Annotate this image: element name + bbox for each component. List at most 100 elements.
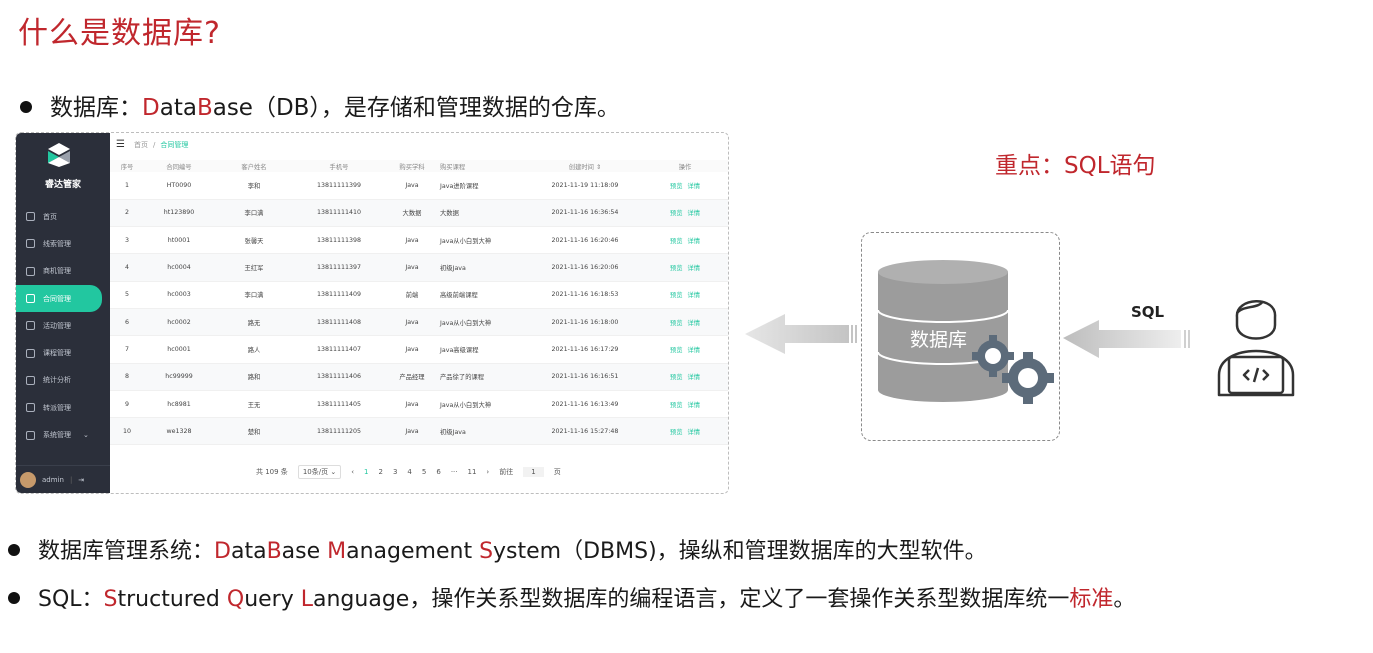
preview-link[interactable]: 预览 [669, 319, 683, 327]
table-cell: 3 [110, 226, 144, 255]
table-cell: HT0090 [144, 172, 214, 200]
page-number[interactable]: 11 [467, 468, 477, 476]
avatar[interactable] [20, 471, 36, 488]
sidebar-item-label: 合同管理 [43, 294, 71, 303]
breadcrumb-current: 合同管理 [160, 140, 189, 149]
preview-link[interactable]: 预览 [669, 292, 683, 300]
menu-toggle-icon[interactable]: ☰ [116, 139, 125, 150]
preview-link[interactable]: 预览 [669, 265, 683, 273]
column-header[interactable]: 创建时间 ⇕ [530, 160, 640, 172]
table-cell: 路无 [214, 308, 294, 337]
app-name: 睿达管家 [44, 180, 81, 190]
table-cell: 13811111397 [294, 253, 384, 282]
table-cell-actions: 预览详情 [640, 308, 728, 337]
table-cell: 2021-11-19 11:18:09 [530, 172, 640, 200]
table-cell: 8 [110, 363, 144, 391]
table-cell-actions: 预览详情 [640, 199, 728, 228]
detail-link[interactable]: 详情 [687, 319, 701, 327]
preview-link[interactable]: 预览 [669, 182, 683, 190]
table-cell-actions: 预览详情 [640, 363, 728, 391]
table-cell: 产品徐了的课程 [440, 363, 530, 391]
table-cell-actions: 预览详情 [640, 390, 728, 419]
sidebar-item[interactable]: 课程管理 [16, 339, 110, 366]
preview-link[interactable]: 预览 [669, 346, 683, 354]
preview-link[interactable]: 预览 [669, 401, 683, 409]
table-cell: 9 [110, 390, 144, 419]
detail-link[interactable]: 详情 [687, 428, 701, 436]
page-number[interactable]: 4 [407, 468, 412, 476]
table-cell: 高级前端课程 [440, 281, 530, 309]
page-number[interactable]: ··· [450, 468, 458, 476]
table-cell: hc99999 [144, 363, 214, 391]
sidebar-item[interactable]: 首页 [16, 203, 110, 230]
detail-link[interactable]: 详情 [687, 401, 701, 409]
table-cell-actions: 预览详情 [640, 417, 728, 446]
sidebar-item[interactable]: 商机管理 [16, 258, 110, 285]
page-number[interactable]: 2 [378, 468, 383, 476]
table-cell: 2021-11-16 16:20:46 [530, 226, 640, 255]
detail-link[interactable]: 详情 [687, 210, 701, 218]
detail-link[interactable]: 详情 [687, 182, 701, 190]
page-number[interactable]: 3 [392, 468, 398, 476]
bullet-dot [8, 544, 20, 556]
preview-link[interactable]: 预览 [669, 210, 683, 218]
table-cell: 路和 [214, 363, 294, 391]
page-number[interactable]: 1 [364, 468, 369, 476]
logout-icon[interactable]: ⇥ [78, 475, 85, 484]
preview-link[interactable]: 预览 [669, 374, 683, 382]
detail-link[interactable]: 详情 [687, 374, 701, 382]
detail-link[interactable]: 详情 [687, 346, 701, 354]
table-cell: 张馨天 [214, 226, 294, 255]
bullet-dot [8, 592, 20, 604]
page-number[interactable]: 5 [421, 468, 427, 476]
detail-link[interactable]: 详情 [687, 292, 701, 300]
sidebar-item[interactable]: 统计分析 [16, 367, 110, 394]
prev-page-button[interactable]: ‹ [351, 468, 354, 476]
table-cell: Java [384, 335, 440, 364]
detail-link[interactable]: 详情 [687, 237, 701, 245]
user-bar[interactable]: admin | ⇥ [16, 465, 110, 493]
table-cell: Java [384, 172, 440, 200]
table-cell: Java [384, 390, 440, 419]
table-cell: 2021-11-16 16:16:51 [530, 363, 640, 391]
page-number[interactable]: 6 [436, 468, 441, 476]
sidebar-item[interactable]: 线索管理 [16, 230, 110, 257]
sidebar-item-label: 活动管理 [43, 321, 71, 330]
chevron-down-icon: ⌄ [330, 468, 337, 476]
table-cell: 2021-11-16 16:13:49 [530, 390, 640, 419]
preview-link[interactable]: 预览 [669, 428, 683, 436]
table-cell: 王无 [214, 390, 294, 419]
column-header: 手机号 [294, 160, 384, 172]
table-cell: hc8981 [144, 390, 214, 419]
breadcrumb-home[interactable]: 首页 [133, 140, 148, 149]
table-cell: 13811111409 [294, 281, 384, 309]
transfer-icon [26, 403, 35, 413]
sidebar-item[interactable]: 系统管理⌄ [16, 421, 110, 448]
sidebar-item[interactable]: 转派管理 [16, 394, 110, 421]
table-cell: 5 [110, 281, 144, 309]
sidebar-item[interactable]: 合同管理 [16, 284, 102, 313]
system-icon [26, 430, 35, 440]
column-header: 合同编号 [144, 160, 214, 172]
bullet-sql: SQL：Structured Query Language，操作关系型数据库的编… [8, 581, 1135, 613]
table-cell: Java从小白到大神 [440, 308, 530, 337]
chevron-down-icon: ⌄ [83, 431, 89, 440]
stats-icon [26, 375, 35, 385]
next-page-button[interactable]: › [486, 468, 490, 476]
table-cell: we1328 [144, 417, 214, 446]
table-cell: 前端 [384, 281, 440, 309]
bullet-dot [20, 100, 32, 113]
sidebar-item[interactable]: 活动管理 [16, 312, 110, 339]
goto-page-input[interactable]: 1 [523, 467, 544, 477]
preview-link[interactable]: 预览 [669, 237, 683, 245]
page-size-select[interactable]: 10条/页 ⌄ [297, 465, 342, 479]
detail-link[interactable]: 详情 [687, 265, 701, 273]
table-cell: Java高级课程 [440, 335, 530, 364]
table-cell: hc0003 [144, 281, 214, 309]
